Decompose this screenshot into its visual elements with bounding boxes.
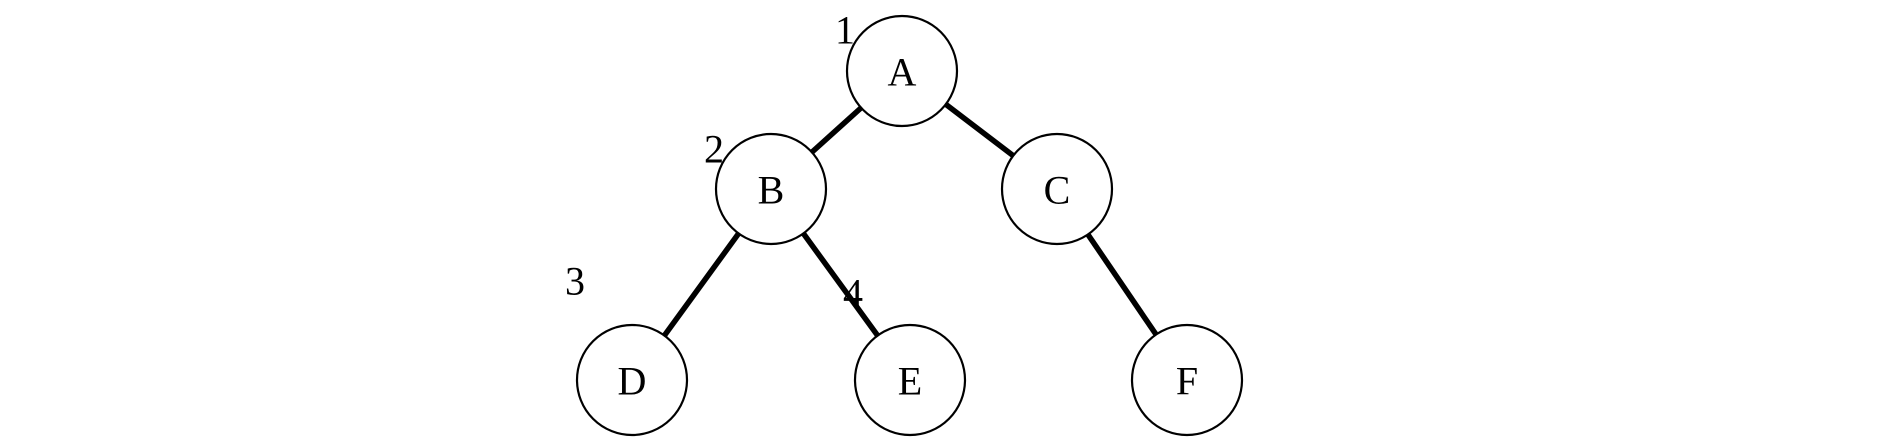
index-labels-group: 1 2 3 4 [565, 8, 863, 316]
node-label-f: F [1176, 359, 1198, 404]
node-circle-a[interactable] [845, 14, 959, 128]
edge-a-b [809, 105, 864, 155]
node-circle-e[interactable] [853, 323, 967, 437]
edge-a-c [943, 101, 1016, 159]
node-f[interactable]: F [1130, 323, 1244, 437]
node-index-label-e: 4 [843, 271, 863, 316]
node-label-b: B [758, 168, 785, 213]
node-c[interactable]: C [1000, 132, 1114, 246]
node-b[interactable]: B [714, 132, 828, 246]
node-circle-b[interactable] [714, 132, 828, 246]
node-label-d: D [618, 359, 647, 404]
nodes-group: A B C D E F [575, 14, 1244, 437]
edge-b-d [661, 231, 742, 338]
node-label-c: C [1044, 168, 1071, 213]
node-index-label-b: 2 [704, 127, 724, 172]
edge-b-e [800, 231, 881, 338]
node-index-label-d: 3 [565, 259, 585, 304]
node-circle-d[interactable] [575, 323, 689, 437]
edges-group [661, 101, 1159, 338]
node-label-a: A [888, 50, 917, 95]
node-circle-f[interactable] [1130, 323, 1244, 437]
node-a[interactable]: A [845, 14, 959, 128]
node-e[interactable]: E [853, 323, 967, 437]
node-index-label-a: 1 [835, 8, 855, 53]
node-label-e: E [898, 359, 922, 404]
edge-c-f [1085, 232, 1159, 337]
node-circle-c[interactable] [1000, 132, 1114, 246]
node-d[interactable]: D [575, 323, 689, 437]
